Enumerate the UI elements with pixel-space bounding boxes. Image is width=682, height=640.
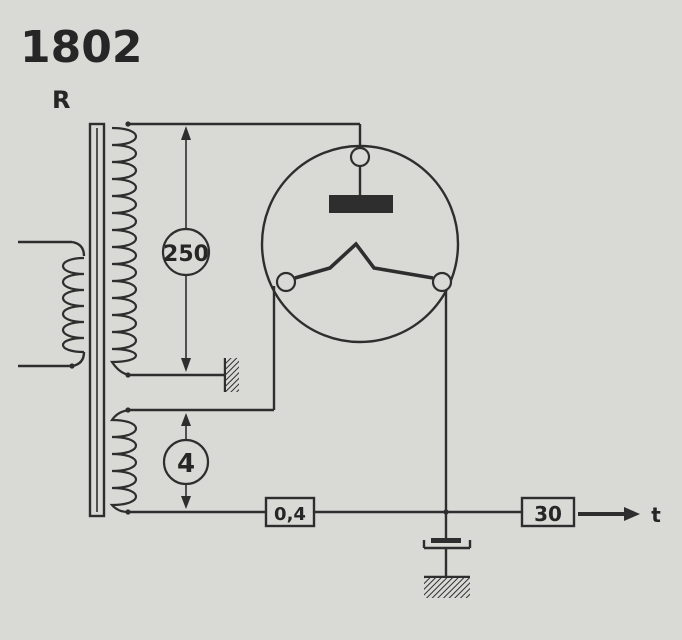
primary-terminal (69, 363, 75, 369)
junction-dot (443, 509, 449, 515)
output-arrowhead (624, 507, 640, 521)
ground-hatch (424, 578, 470, 598)
hv-ground-hatch (226, 358, 239, 392)
hv-voltage-circle (161, 227, 211, 277)
heater-arrowhead-up (181, 413, 191, 426)
heater-voltage-label: 4 (177, 449, 195, 479)
hv-secondary-winding (109, 126, 137, 377)
heater-voltage-circle (162, 438, 210, 486)
anode-pin (349, 146, 371, 168)
capacitor-plate-top (431, 538, 461, 543)
output-symbol: t (651, 503, 661, 527)
heater-winding (109, 408, 137, 514)
primary-lead-curve-top (71, 240, 86, 257)
tube-envelope (260, 144, 460, 344)
figure-number: 1802 (20, 22, 142, 73)
figure-letter: R (52, 86, 70, 114)
hv-arrowhead-up (181, 126, 191, 140)
filament-right-pin (431, 271, 453, 293)
hv-bottom-terminal (125, 372, 131, 378)
resistor-right-label: 30 (534, 502, 562, 526)
resistor-left-label: 0,4 (274, 504, 306, 525)
anode-plate (329, 195, 393, 213)
filament (294, 241, 434, 280)
resistor-left (264, 496, 316, 528)
hv-arrowhead-down (181, 358, 191, 372)
primary-lead-curve-bottom (71, 351, 86, 368)
hv-top-terminal (125, 121, 131, 127)
heater-arrowhead-down (181, 496, 191, 509)
resistor-right (520, 496, 576, 528)
primary-winding (62, 256, 85, 354)
hv-voltage-label: 250 (163, 242, 209, 267)
filament-left-pin (275, 271, 297, 293)
